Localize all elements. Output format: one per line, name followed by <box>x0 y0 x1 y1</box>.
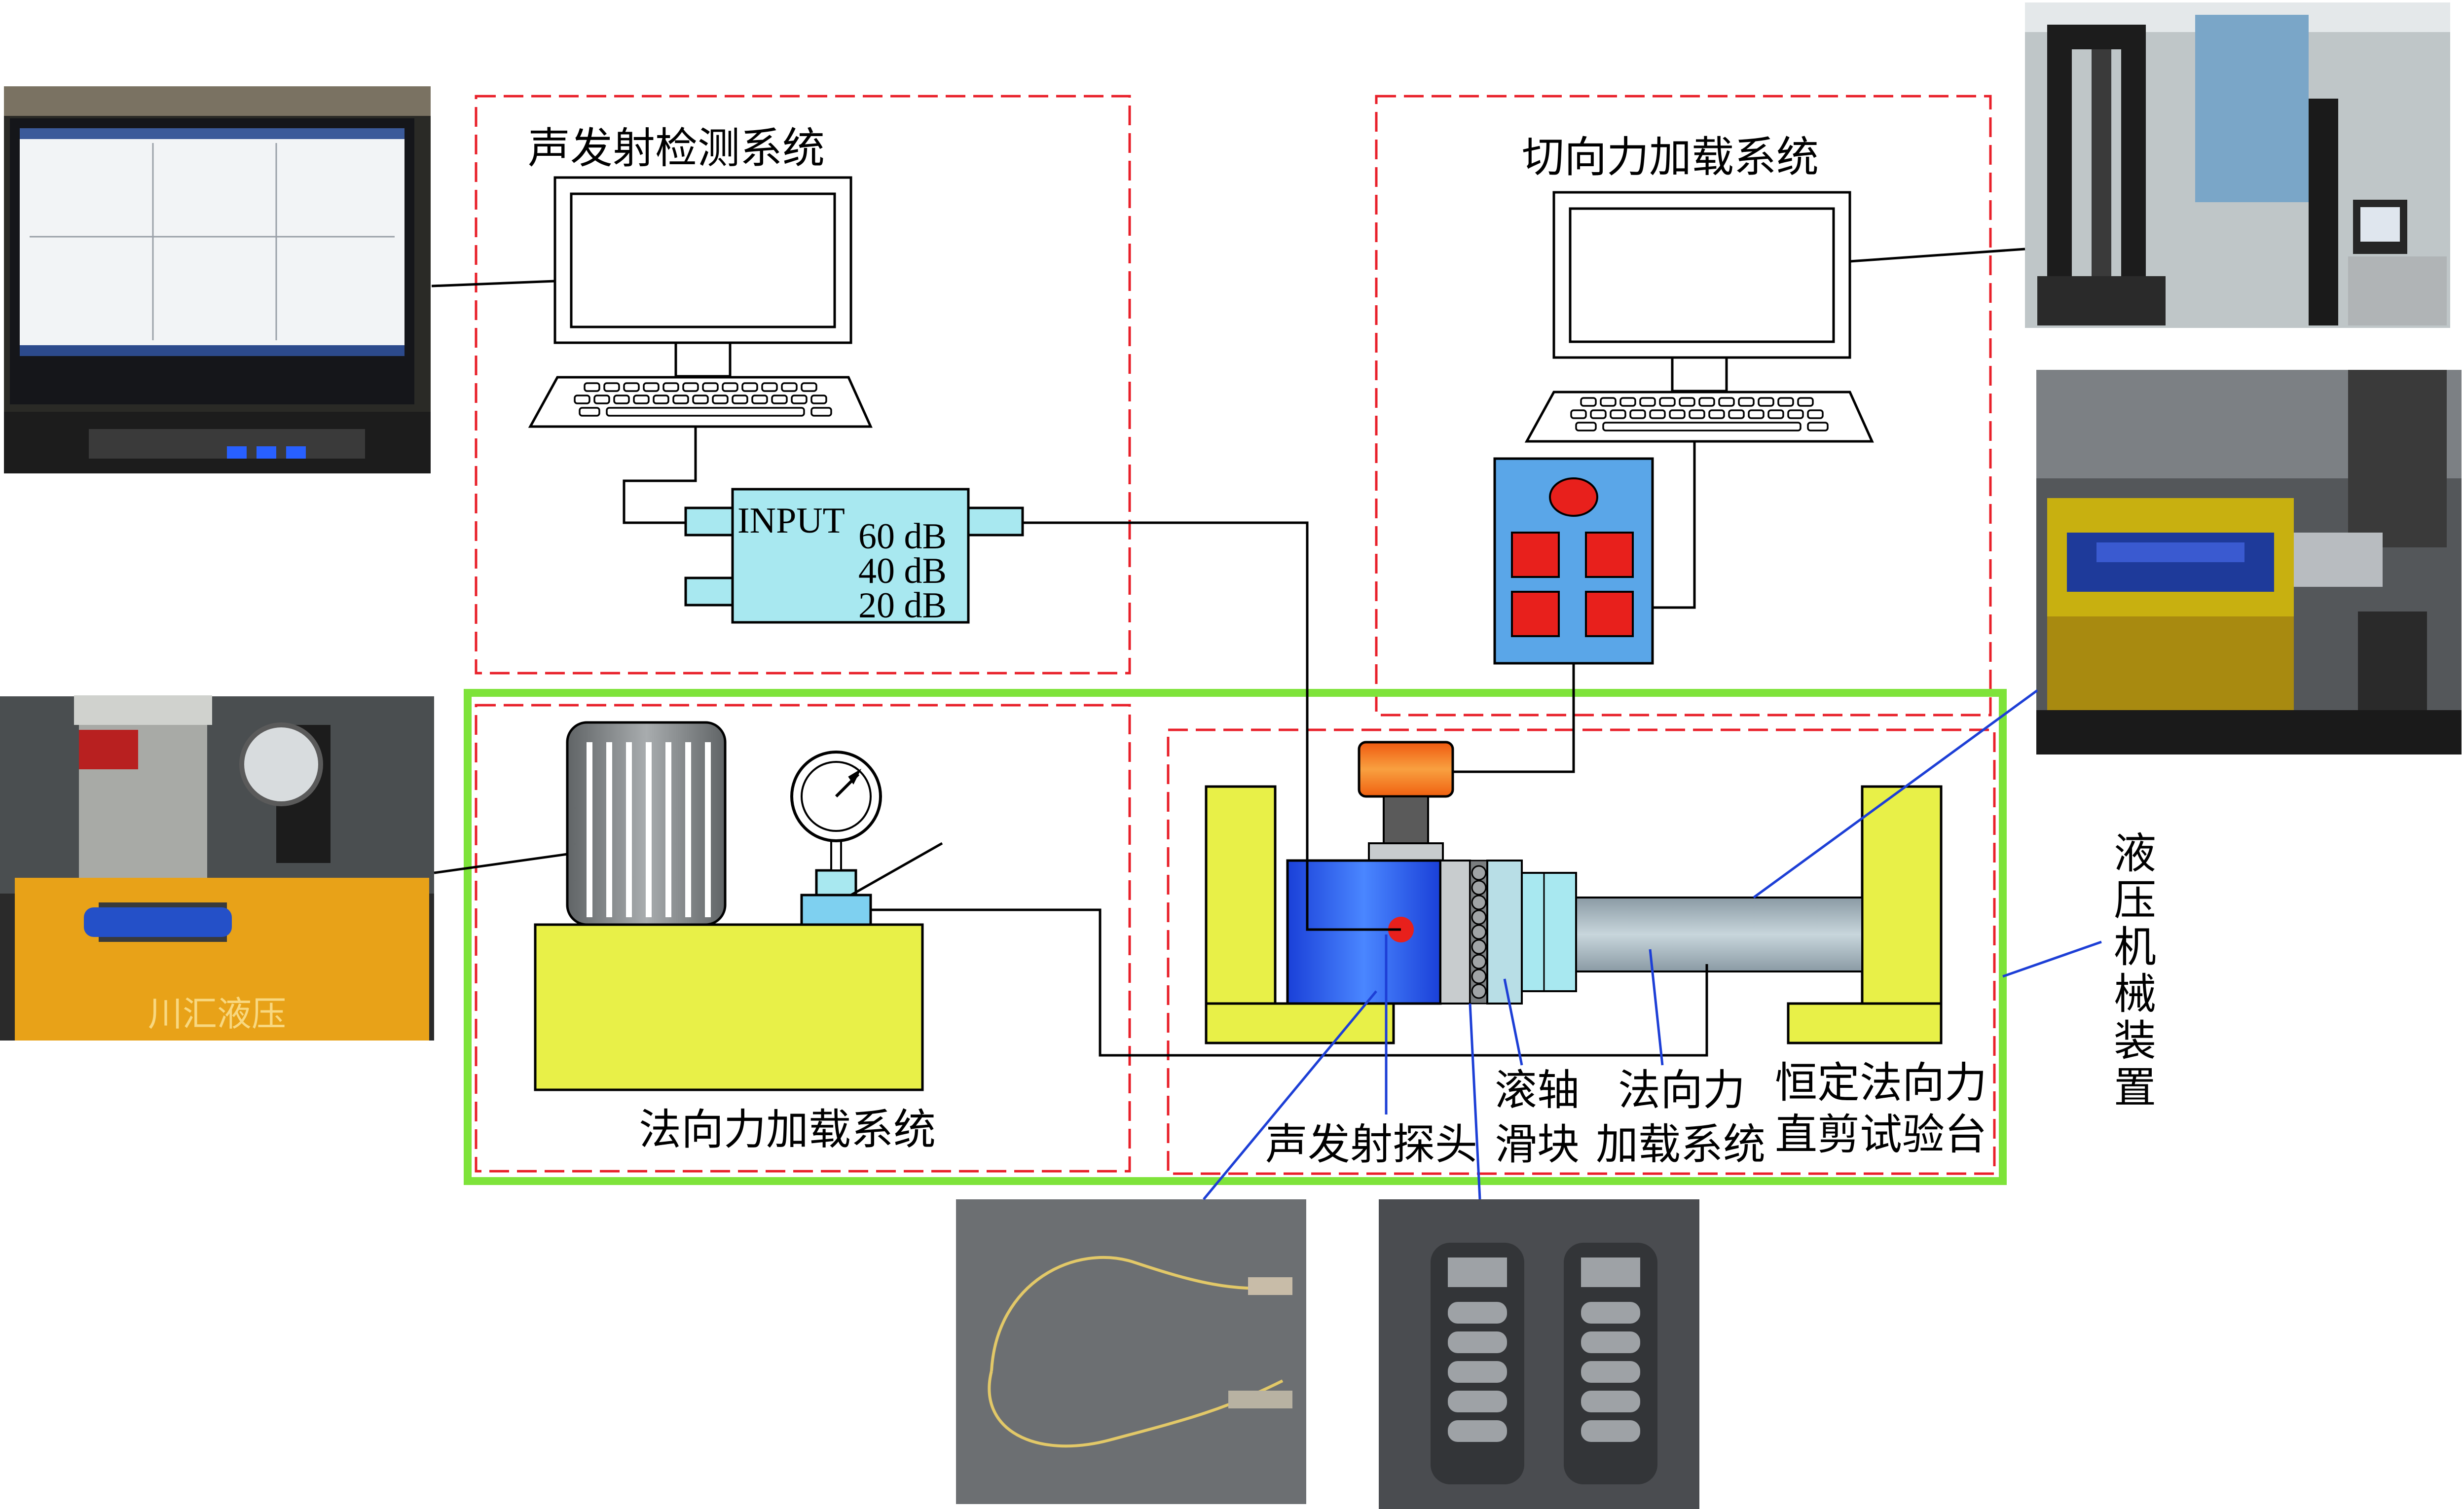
amp-gain-40: 40 dB <box>858 551 947 591</box>
load-plate <box>1368 842 1444 862</box>
shear-box <box>1286 859 1442 1005</box>
side-plate <box>1439 860 1471 1005</box>
ae-system-box <box>475 95 1131 675</box>
label-table-2: 直剪试验台 <box>1775 1110 1987 1159</box>
label-roller-2: 滑块 <box>1495 1120 1580 1169</box>
label-table-1: 恒定法向力 <box>1775 1058 1987 1108</box>
shear-box-photo <box>2036 370 2462 754</box>
hydraulic-char-1: 液 <box>2114 829 2156 878</box>
rollers <box>1471 865 1487 999</box>
probe-photo <box>956 1199 1306 1504</box>
hydraulic-char-3: 机 <box>2114 923 2156 972</box>
label-normal-load-1: 法向力 <box>1618 1066 1745 1115</box>
amp-gain-60: 60 dB <box>858 516 947 557</box>
preamplifier <box>684 488 1024 624</box>
load-stem <box>1383 795 1429 844</box>
left-l-frame <box>1205 785 1395 1044</box>
label-normal-load-2: 加载系统 <box>1596 1120 1765 1169</box>
right-l-frame <box>1787 785 1943 1044</box>
normal-system-box <box>475 704 1131 1173</box>
control-panel <box>1493 457 1654 665</box>
load-cell <box>1358 741 1454 798</box>
shear-keyboard-keys <box>1570 397 1829 431</box>
label-shear-system: 切向力加载系统 <box>1522 133 1819 182</box>
label-hydraulic-vertical: 液 压 机 械 装 置 <box>2114 829 2156 1113</box>
ae-keyboard-keys <box>574 382 832 417</box>
shear-system-box <box>1375 95 1992 717</box>
pump-brand-text: 川汇液压 <box>148 994 286 1034</box>
hydraulic-char-4: 械 <box>2114 970 2156 1019</box>
hydraulic-char-5: 装 <box>2114 1016 2156 1066</box>
hydraulic-cylinder <box>1575 897 1863 972</box>
pressure-gauge <box>790 751 882 926</box>
monitor-photo <box>4 86 431 473</box>
roller-slider-photo <box>1379 1199 1699 1509</box>
label-probe: 声发射探头 <box>1265 1120 1477 1169</box>
oil-tank <box>534 923 924 1091</box>
amp-input-label: INPUT <box>737 501 845 541</box>
label-normal-system: 法向力加载系统 <box>639 1105 936 1154</box>
loading-frame-photo <box>2025 2 2450 328</box>
label-ae-system: 声发射检测系统 <box>528 124 825 173</box>
leader-lines <box>1203 689 2102 1200</box>
ae-computer <box>528 176 873 428</box>
connection-lines <box>431 248 2025 1057</box>
hydraulic-pump-photo: 川汇液压 <box>0 695 434 1041</box>
hydraulic-apparatus-frame <box>464 689 2007 1185</box>
pump-motor <box>566 721 727 926</box>
label-roller-1: 滚轴 <box>1495 1066 1580 1115</box>
hydraulic-char-2: 压 <box>2114 876 2156 925</box>
hydraulic-char-6: 置 <box>2114 1063 2156 1113</box>
cylinder-head <box>1521 872 1577 992</box>
amp-gain-20: 20 dB <box>858 585 947 626</box>
